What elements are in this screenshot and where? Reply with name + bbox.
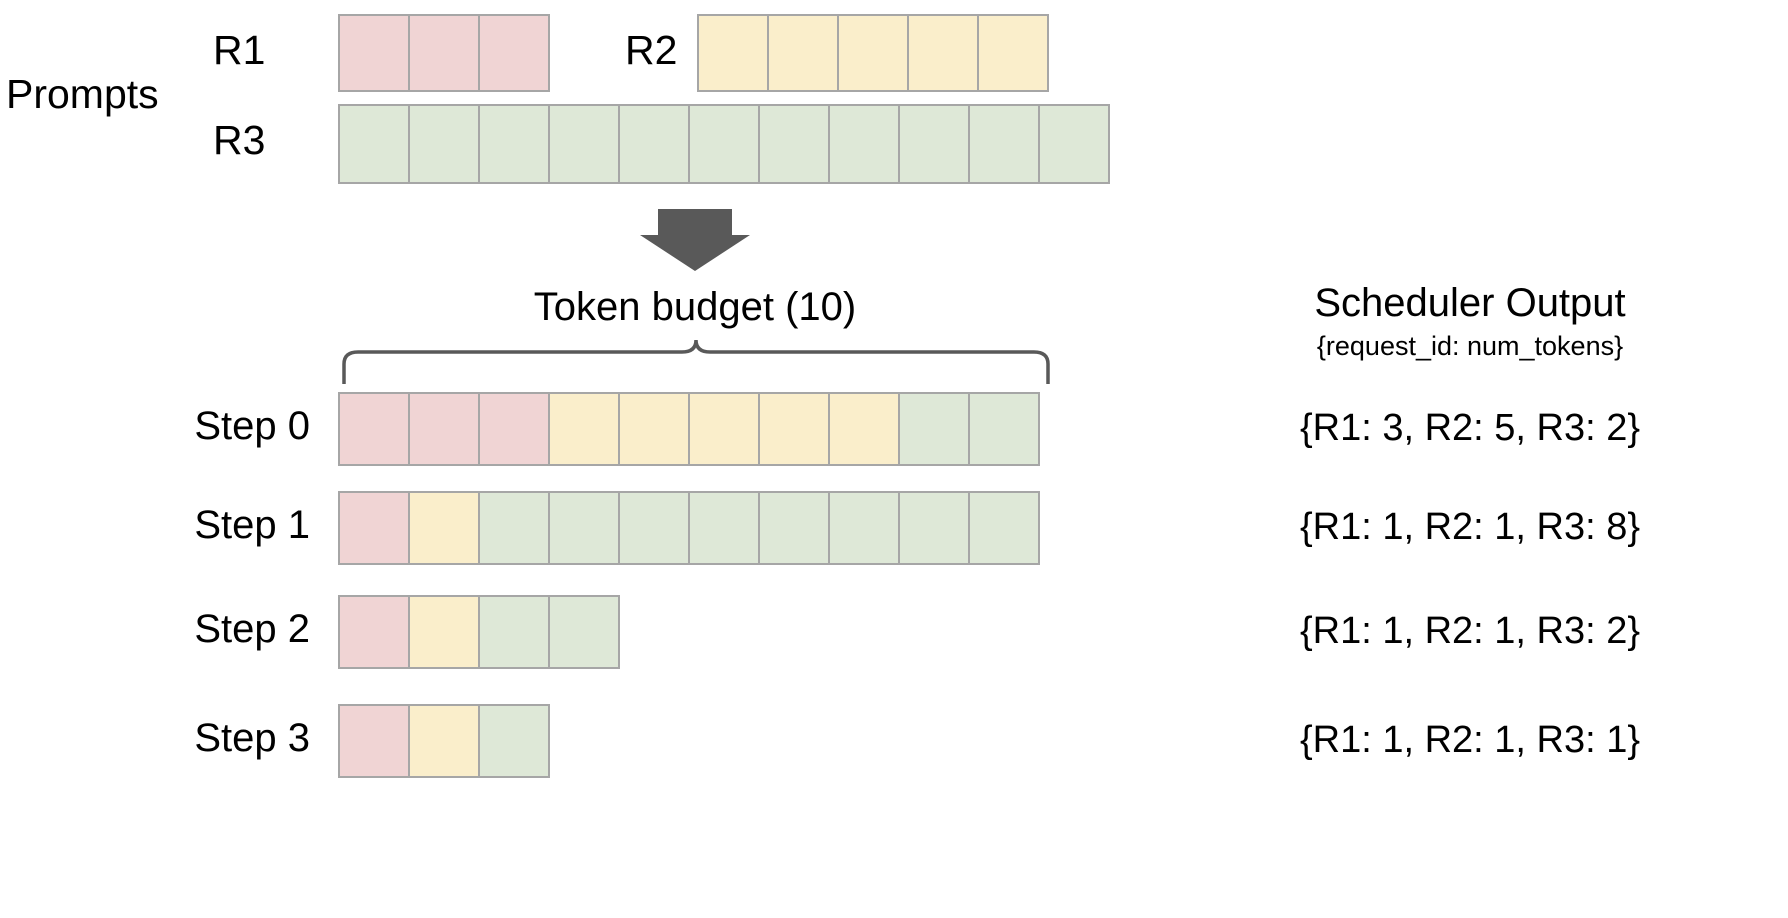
step-label-3: Step 3 <box>194 716 310 760</box>
token-cell-r2 <box>618 392 690 466</box>
token-cell-r3 <box>408 104 480 184</box>
token-cell-r3 <box>898 491 970 565</box>
step-strip-3 <box>338 704 550 778</box>
token-cell-r2 <box>688 392 760 466</box>
token-cell-r3 <box>478 491 550 565</box>
token-cell-r3 <box>548 104 620 184</box>
token-cell-r3 <box>618 104 690 184</box>
scheduler-output-row-3: {R1: 1, R2: 1, R3: 1} <box>1299 719 1641 761</box>
prompt-strip-r3 <box>338 104 1110 184</box>
token-cell-r1 <box>338 704 410 778</box>
step-strip-0 <box>338 392 1040 466</box>
step-label-1: Step 1 <box>194 503 310 547</box>
token-cell-r1 <box>408 392 480 466</box>
token-cell-r3 <box>828 104 900 184</box>
prompt-strip-r1 <box>338 14 550 92</box>
step-strip-2 <box>338 595 620 669</box>
token-budget-brace <box>342 339 1050 384</box>
token-cell-r1 <box>338 14 410 92</box>
token-cell-r3 <box>968 491 1040 565</box>
scheduler-output-subtitle: {request_id: num_tokens} <box>1316 331 1624 361</box>
step-label-0: Step 0 <box>194 404 310 448</box>
token-cell-r1 <box>338 491 410 565</box>
request-label-r3: R3 <box>213 117 266 163</box>
token-cell-r2 <box>758 392 830 466</box>
scheduler-output-row-2: {R1: 1, R2: 1, R3: 2} <box>1299 610 1641 652</box>
token-cell-r2 <box>977 14 1049 92</box>
token-cell-r3 <box>758 104 830 184</box>
token-cell-r2 <box>767 14 839 92</box>
token-cell-r3 <box>898 104 970 184</box>
token-cell-r1 <box>408 14 480 92</box>
token-cell-r2 <box>828 392 900 466</box>
step-label-2: Step 2 <box>194 607 310 651</box>
prompt-strip-r2 <box>697 14 1049 92</box>
token-cell-r2 <box>548 392 620 466</box>
token-cell-r2 <box>907 14 979 92</box>
prompts-section-label: Prompts <box>6 71 159 117</box>
token-cell-r3 <box>968 104 1040 184</box>
request-label-r2: R2 <box>625 27 678 73</box>
request-label-r1: R1 <box>213 27 266 73</box>
token-cell-r3 <box>1038 104 1110 184</box>
token-cell-r3 <box>828 491 900 565</box>
token-cell-r3 <box>548 491 620 565</box>
token-cell-r1 <box>338 392 410 466</box>
token-cell-r2 <box>408 704 480 778</box>
down-arrow-icon <box>640 209 750 271</box>
scheduler-output-title: Scheduler Output <box>1314 281 1626 325</box>
token-cell-r3 <box>618 491 690 565</box>
token-cell-r2 <box>837 14 909 92</box>
token-cell-r3 <box>548 595 620 669</box>
token-cell-r3 <box>688 491 760 565</box>
token-cell-r1 <box>478 392 550 466</box>
token-cell-r3 <box>478 704 550 778</box>
token-cell-r3 <box>758 491 830 565</box>
token-cell-r1 <box>478 14 550 92</box>
token-cell-r3 <box>968 392 1040 466</box>
token-cell-r3 <box>478 595 550 669</box>
token-cell-r2 <box>408 491 480 565</box>
token-cell-r1 <box>338 595 410 669</box>
scheduler-output-row-0: {R1: 3, R2: 5, R3: 2} <box>1299 407 1641 449</box>
token-cell-r3 <box>338 104 410 184</box>
token-cell-r3 <box>478 104 550 184</box>
token-cell-r2 <box>697 14 769 92</box>
token-cell-r3 <box>688 104 760 184</box>
scheduler-output-row-1: {R1: 1, R2: 1, R3: 8} <box>1299 506 1641 548</box>
token-cell-r3 <box>898 392 970 466</box>
token-cell-r2 <box>408 595 480 669</box>
step-strip-1 <box>338 491 1040 565</box>
token-budget-label: Token budget (10) <box>533 285 857 329</box>
